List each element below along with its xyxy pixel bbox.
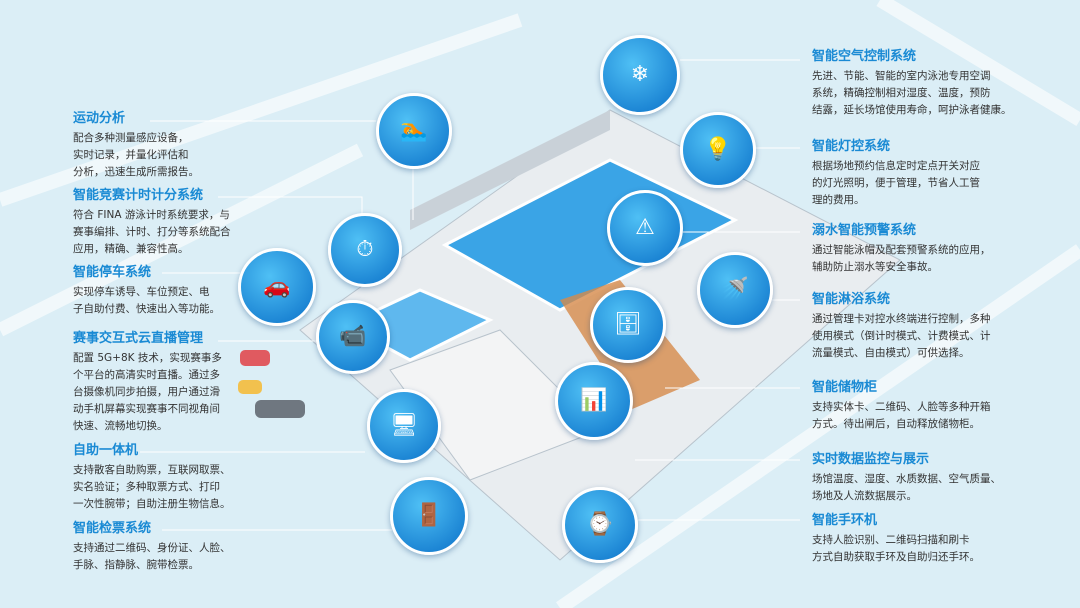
kiosk-icon: 🖥 [367, 389, 441, 463]
feature-line: 快速、流畅地切换。 [73, 420, 168, 432]
feature-line: 实现停车诱导、车位预定、电 [73, 286, 210, 298]
feature-line: 动手机屏幕实现赛事不同视角间 [73, 403, 220, 415]
feature-line: 赛事编排、计时、打分等系统配合 [73, 226, 231, 238]
dashboard-icon: 📊 [555, 362, 633, 440]
swim-cap-alert-icon: ⚠ [607, 190, 683, 266]
feature-line: 手脉、指静脉、腕带检票。 [73, 559, 199, 571]
feature-timing-scoring: 智能竞赛计时计分系统符合 FINA 游泳计时系统要求，与赛事编排、计时、打分等系… [73, 187, 231, 258]
feature-line: 实名验证；多种取票方式、打印 [73, 481, 220, 493]
pool-camera-icon: 📹 [316, 300, 390, 374]
feature-title: 运动分析 [73, 111, 126, 126]
feature-title: 智能停车系统 [73, 265, 152, 280]
feature-title: 智能检票系统 [73, 521, 152, 536]
building-back-wall [410, 110, 610, 230]
gate-icon: 🚪 [390, 477, 468, 555]
feature-line: 个平台的高清实时直播。通过多 [73, 369, 220, 381]
feature-line: 通过管理卡对控水终端进行控制，多种 [812, 313, 991, 325]
feature-line: 支持人脸识别、二维码扫描和刷卡 [812, 534, 970, 546]
light-bulb-icon: 💡 [680, 112, 756, 188]
feature-line: 分析，迅速生成所需报告。 [73, 166, 199, 178]
feature-title: 智能空气控制系统 [812, 49, 917, 64]
feature-wristband-machine: 智能手环机支持人脸识别、二维码扫描和刷卡方式自助获取手环及自助归还手环。 [812, 512, 980, 566]
feature-line: 一次性腕带；自助注册生物信息。 [73, 498, 231, 510]
feature-title: 智能竞赛计时计分系统 [73, 188, 204, 203]
feature-line: 方式。待出闸后，自动释放储物柜。 [812, 418, 980, 430]
feature-self-service-kiosk: 自助一体机支持散客自助购票，互联网取票、实名验证；多种取票方式、打印一次性腕带；… [73, 442, 231, 513]
feature-line: 使用模式（倒计时模式、计费模式、计 [812, 330, 991, 342]
feature-smart-locker: 智能储物柜支持实体卡、二维码、人脸等多种开箱方式。待出闸后，自动释放储物柜。 [812, 379, 991, 433]
car-icon: 🚗 [238, 248, 316, 326]
feature-motion-analysis: 运动分析配合多种测量感应设备， 实时记录，并量化评估和分析，迅速生成所需报告。 [73, 110, 199, 181]
feature-line: 场馆温度、湿度、水质数据、空气质量、 [812, 473, 1001, 485]
feature-line: 的灯光照明，便于管理，节省人工管 [812, 177, 980, 189]
runner-icon: 🏊 [376, 93, 452, 169]
feature-title: 实时数据监控与展示 [812, 452, 930, 467]
air-conditioner-icon: ❄ [600, 35, 680, 115]
feature-live-streaming: 赛事交互式云直播管理配置 5G+8K 技术，实现赛事多个平台的高清实时直播。通过… [73, 330, 222, 435]
feature-title: 智能手环机 [812, 513, 878, 528]
feature-line: 配置 5G+8K 技术，实现赛事多 [73, 352, 222, 364]
feature-lighting-control: 智能灯控系统根据场地预约信息定时定点开关对应的灯光照明，便于管理，节省人工管理的… [812, 138, 980, 209]
feature-line: 配合多种测量感应设备， [73, 132, 189, 144]
feature-line: 支持实体卡、二维码、人脸等多种开箱 [812, 401, 991, 413]
feature-shower: 智能淋浴系统通过管理卡对控水终端进行控制，多种使用模式（倒计时模式、计费模式、计… [812, 291, 991, 362]
feature-line: 应用，精确、兼容性高。 [73, 243, 189, 255]
feature-title: 智能淋浴系统 [812, 292, 891, 307]
feature-line: 支持通过二维码、身份证、人脸、 [73, 542, 231, 554]
feature-title: 智能储物柜 [812, 380, 878, 395]
feature-title: 自助一体机 [73, 443, 139, 458]
feature-line: 通过智能泳帽及配套预警系统的应用， [812, 244, 991, 256]
feature-line: 子自助付费、快速出入等功能。 [73, 303, 220, 315]
feature-line: 方式自助获取手环及自助归还手环。 [812, 551, 980, 563]
leader-lines [140, 59, 800, 531]
feature-line: 理的费用。 [812, 194, 865, 206]
feature-parking: 智能停车系统实现停车诱导、车位预定、电子自助付费、快速出入等功能。 [73, 264, 220, 318]
feature-title: 智能灯控系统 [812, 139, 891, 154]
feature-line: 先进、节能、智能的室内泳池专用空调 [812, 70, 991, 82]
feature-line: 台摄像机同步拍摄，用户通过滑 [73, 386, 220, 398]
feature-title: 溺水智能预警系统 [812, 223, 917, 238]
feature-line: 流量模式、自由模式）可供选择。 [812, 347, 970, 359]
feature-ticket-check: 智能检票系统支持通过二维码、身份证、人脸、手脉、指静脉、腕带检票。 [73, 520, 231, 574]
scoreboard-icon: ⏱ [328, 213, 402, 287]
locker-icon: 🗄 [590, 287, 666, 363]
feature-line: 场地及人流数据展示。 [812, 490, 917, 502]
feature-line: 辅助防止溺水等安全事故。 [812, 261, 938, 273]
feature-data-monitoring: 实时数据监控与展示场馆温度、湿度、水质数据、空气质量、场地及人流数据展示。 [812, 451, 1001, 505]
feature-line: 系统，精确控制相对湿度、温度，预防 [812, 87, 991, 99]
feature-line: 结露，延长场馆使用寿命，呵护泳者健康。 [812, 104, 1012, 116]
feature-line: 根据场地预约信息定时定点开关对应 [812, 160, 980, 172]
feature-line: 符合 FINA 游泳计时系统要求，与 [73, 209, 230, 221]
feature-drowning-alert: 溺水智能预警系统通过智能泳帽及配套预警系统的应用， 辅助防止溺水等安全事故。 [812, 222, 991, 276]
parked-cars [238, 350, 305, 418]
shower-icon: 🚿 [697, 252, 773, 328]
feature-line: 支持散客自助购票，互联网取票、 [73, 464, 231, 476]
feature-air-control: 智能空气控制系统先进、节能、智能的室内泳池专用空调系统，精确控制相对湿度、温度，… [812, 48, 1012, 119]
feature-title: 赛事交互式云直播管理 [73, 331, 204, 346]
feature-line: 实时记录，并量化评估和 [73, 149, 189, 161]
wristband-machine-icon: ⌚ [562, 487, 638, 563]
